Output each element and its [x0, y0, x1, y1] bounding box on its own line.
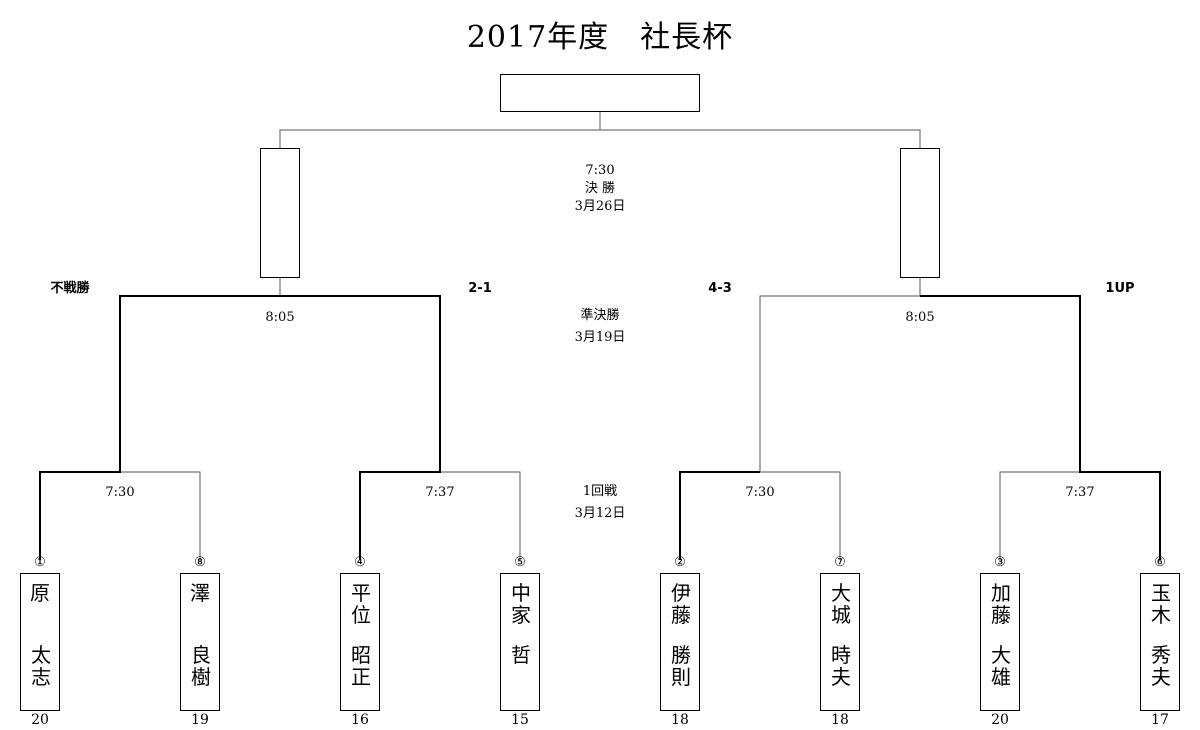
name-bottom-7: 大雄	[991, 643, 1011, 689]
semi-time-left: 8:05	[265, 310, 295, 325]
first-time-2: 7:37	[425, 485, 455, 500]
name-box-8: 玉木 秀夫	[1140, 573, 1180, 711]
first-time-3: 7:30	[745, 485, 775, 500]
name-bottom-2: 良樹	[191, 643, 211, 689]
score-1: 20	[31, 712, 49, 728]
score-4: 15	[511, 712, 529, 728]
name-bottom-3: 昭正	[351, 643, 371, 689]
score-7: 20	[991, 712, 1009, 728]
champion-box	[500, 74, 700, 112]
name-top-2: 澤	[190, 581, 210, 605]
final-name: 決 勝	[584, 181, 616, 196]
name-top-8: 玉木	[1151, 581, 1171, 627]
semi-name: 準決勝	[580, 308, 620, 323]
name-bottom-4: 哲	[511, 643, 531, 667]
name-top-5: 伊藤	[671, 581, 691, 627]
seed-7: ③	[994, 555, 1006, 570]
first-time-1: 7:30	[105, 485, 135, 500]
thin-lines	[120, 112, 1080, 560]
semi-date: 3月19日	[574, 330, 626, 345]
result-semi-right-2: 1UP	[1105, 281, 1135, 296]
seed-4: ⑤	[514, 555, 526, 570]
score-5: 18	[671, 712, 689, 728]
name-bottom-1: 太志	[31, 643, 51, 689]
seed-5: ②	[674, 555, 686, 570]
first-name: 1回戦	[582, 484, 618, 499]
final-time: 7:30	[585, 163, 615, 178]
seed-8: ⑥	[1154, 555, 1166, 570]
name-bottom-8: 秀夫	[1151, 643, 1171, 689]
name-box-7: 加藤 大雄	[980, 573, 1020, 711]
name-top-3: 平位	[351, 581, 371, 627]
name-top-1: 原	[30, 581, 50, 605]
name-bottom-6: 時夫	[831, 643, 851, 689]
result-semi-right-1: 4-3	[708, 281, 732, 296]
name-top-4: 中家	[511, 581, 531, 627]
finalist-box-left	[260, 148, 300, 278]
first-date: 3月12日	[574, 506, 626, 521]
seed-6: ⑦	[834, 555, 846, 570]
final-date: 3月26日	[574, 199, 626, 214]
score-2: 19	[191, 712, 209, 728]
first-round-label: 1回戦 3月12日	[550, 483, 650, 523]
name-box-1: 原 太志	[20, 573, 60, 711]
semi-round-label: 準決勝 3月19日	[550, 307, 650, 347]
finalist-box-right	[900, 148, 940, 278]
seed-2: ⑧	[194, 555, 206, 570]
name-top-6: 大城	[831, 581, 851, 627]
score-6: 18	[831, 712, 849, 728]
name-box-3: 平位 昭正	[340, 573, 380, 711]
semi-time-right: 8:05	[905, 310, 935, 325]
name-box-6: 大城 時夫	[820, 573, 860, 711]
result-semi-left-1: 不戦勝	[50, 281, 90, 296]
result-semi-left-2: 2-1	[468, 281, 492, 296]
final-round-label: 7:30 決 勝 3月26日	[550, 162, 650, 216]
score-8: 17	[1151, 712, 1169, 728]
seed-3: ④	[354, 555, 366, 570]
winner-lines	[39, 295, 1161, 560]
name-top-7: 加藤	[991, 581, 1011, 627]
name-bottom-5: 勝則	[671, 643, 691, 689]
name-box-2: 澤 良樹	[180, 573, 220, 711]
score-3: 16	[351, 712, 369, 728]
name-box-4: 中家 哲	[500, 573, 540, 711]
page-title: 2017年度 社長杯	[466, 20, 734, 55]
seed-1: ①	[34, 555, 46, 570]
name-box-5: 伊藤 勝則	[660, 573, 700, 711]
first-time-4: 7:37	[1065, 485, 1095, 500]
